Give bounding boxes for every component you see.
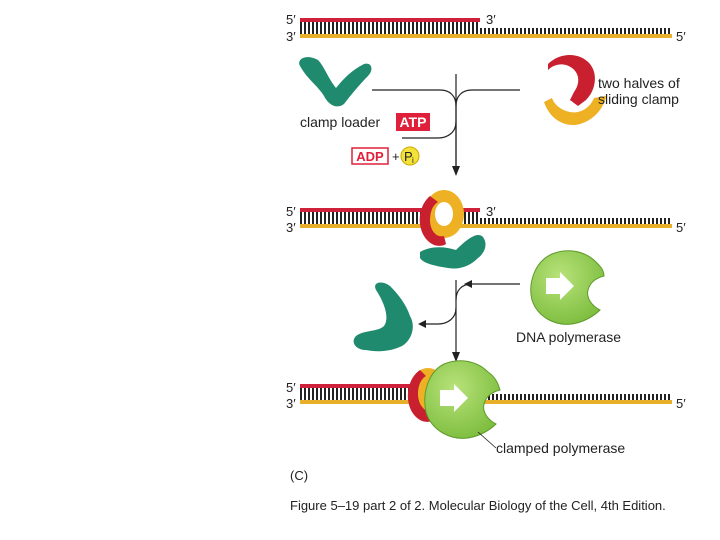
figure-caption: Figure 5–19 part 2 of 2. Molecular Biolo…	[290, 498, 666, 513]
converging-arrows-2	[424, 280, 520, 354]
clamp-on-dna-with-loader	[419, 190, 486, 269]
plus-sign: +	[392, 149, 400, 164]
pi-label: P	[404, 149, 413, 164]
clamp-loader-shape	[299, 57, 372, 107]
primer-strand	[300, 18, 480, 22]
five-prime-label: 5′	[676, 29, 686, 44]
primer-strand	[300, 208, 480, 212]
pi-circle	[400, 146, 420, 166]
atp-label: ATP	[400, 114, 427, 130]
panel-label: (C)	[290, 468, 309, 483]
three-prime-label: 3′	[286, 29, 296, 44]
template-strand	[300, 400, 672, 404]
five-prime-label: 5′	[676, 220, 686, 235]
atp-box	[396, 113, 430, 131]
clamp-loader-label: clamp loader	[300, 114, 380, 130]
dna-polymerase-label: DNA polymerase	[516, 329, 621, 345]
clamped-polymerase	[407, 360, 501, 439]
arrow-icon	[440, 384, 468, 412]
dna-duplex-stage-2: 5′ 3′ 3′ 5′	[286, 204, 686, 235]
five-prime-label: 5′	[286, 204, 296, 219]
three-prime-label: 3′	[486, 12, 496, 27]
dna-duplex-stage-1: 5′ 3′ 3′ 5′	[286, 12, 686, 44]
sliding-clamp-halves	[544, 55, 606, 126]
released-clamp-loader	[353, 282, 413, 352]
base-pair-ticks	[300, 388, 480, 394]
arrow-icon	[546, 272, 574, 300]
template-strand	[300, 224, 672, 228]
sliding-clamp-label: sliding clamp	[598, 91, 679, 107]
clamped-polymerase-label: clamped polymerase	[496, 440, 625, 456]
five-prime-label: 5′	[286, 380, 296, 395]
primer-strand	[300, 384, 480, 388]
adp-box	[351, 147, 389, 165]
three-prime-label: 3′	[286, 396, 296, 411]
two-halves-label: two halves of	[598, 75, 680, 91]
label-leader-line	[477, 431, 497, 449]
three-prime-label: 3′	[486, 204, 496, 219]
adp-label: ADP	[356, 149, 384, 164]
pi-subscript: i	[412, 156, 414, 165]
base-pair-ticks	[300, 28, 672, 34]
five-prime-label: 5′	[676, 396, 686, 411]
template-strand	[300, 34, 672, 38]
five-prime-label: 5′	[286, 12, 296, 27]
dna-polymerase	[530, 250, 605, 325]
base-pair-ticks	[300, 218, 672, 224]
base-pair-ticks	[300, 212, 480, 218]
three-prime-label: 3′	[286, 220, 296, 235]
base-pair-ticks	[300, 22, 480, 28]
converging-arrows-1	[372, 74, 520, 168]
